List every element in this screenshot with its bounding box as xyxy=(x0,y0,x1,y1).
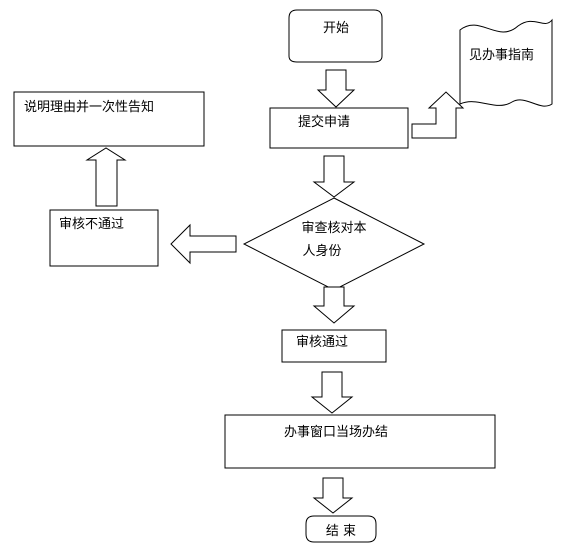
arrow-submit-to-guide xyxy=(411,91,465,139)
explain-node: 说明理由并一次性告知 xyxy=(13,91,205,147)
arrow-review-to-rejected xyxy=(170,223,237,265)
start-label: 开始 xyxy=(323,21,349,36)
arrow-submit-to-review xyxy=(312,155,356,198)
review-diamond-node: 审查核对本 人身份 xyxy=(242,197,426,291)
review-label-line1: 审查核对本 xyxy=(301,221,366,236)
submit-node: 提交申请 xyxy=(269,107,409,149)
guide-label: 见办事指南 xyxy=(469,47,534,63)
end-node: 结 束 xyxy=(305,515,377,543)
complete-node: 办事窗口当场办结 xyxy=(224,414,496,469)
end-label: 结 束 xyxy=(326,524,356,539)
arrow-start-to-submit xyxy=(316,69,356,108)
review-label-line2: 人身份 xyxy=(302,243,341,259)
explain-label: 说明理由并一次性告知 xyxy=(24,99,154,115)
rejected-node: 审核不通过 xyxy=(49,209,159,267)
arrow-rejected-to-explain xyxy=(85,147,127,207)
submit-label: 提交申请 xyxy=(298,114,350,130)
approved-label: 审核通过 xyxy=(296,335,348,350)
approved-node: 审核通过 xyxy=(281,329,387,363)
arrow-complete-to-end xyxy=(312,477,354,514)
start-node: 开始 xyxy=(288,9,383,63)
arrow-approved-to-complete xyxy=(310,371,354,414)
guide-document-node: 见办事指南 xyxy=(459,18,553,107)
rejected-label: 审核不通过 xyxy=(59,217,124,232)
complete-label: 办事窗口当场办结 xyxy=(284,424,388,440)
arrow-review-to-approved xyxy=(312,286,356,324)
